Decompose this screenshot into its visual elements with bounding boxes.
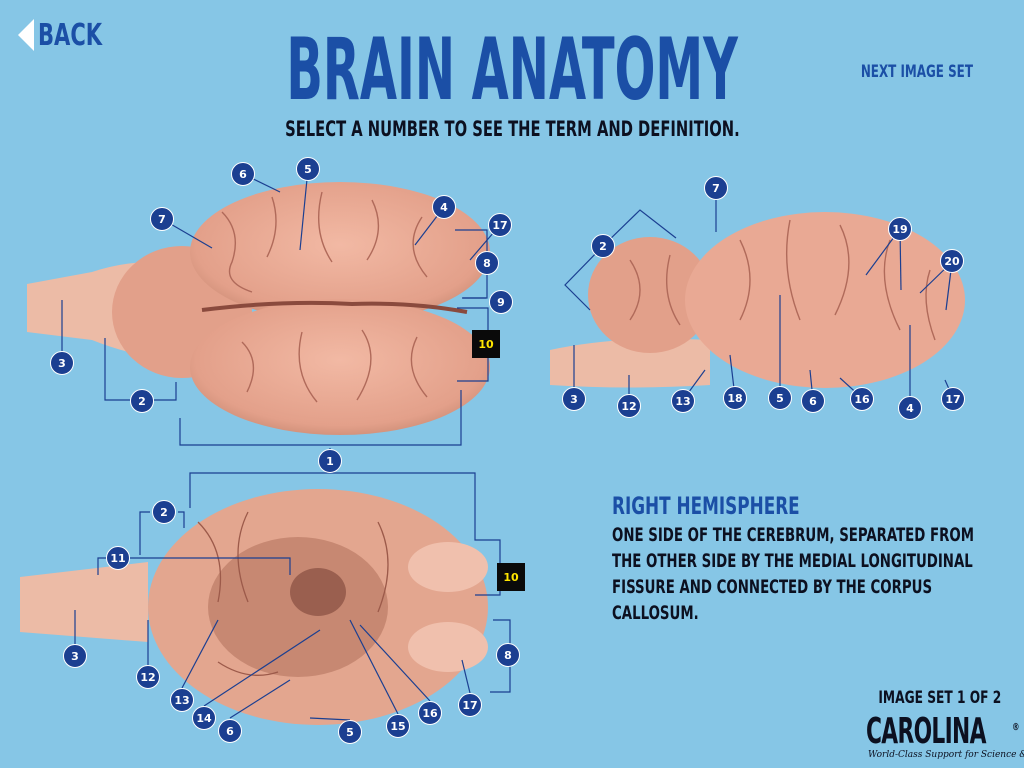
- marker-16[interactable]: 16: [418, 701, 442, 725]
- marker-13[interactable]: 13: [671, 389, 695, 413]
- marker-7[interactable]: 7: [704, 176, 728, 200]
- marker-17[interactable]: 17: [458, 693, 482, 717]
- marker-1[interactable]: 1: [318, 449, 342, 473]
- marker-5[interactable]: 5: [338, 720, 362, 744]
- marker-15[interactable]: 15: [386, 714, 410, 738]
- marker-8[interactable]: 8: [475, 251, 499, 275]
- back-button[interactable]: BACK: [18, 16, 120, 54]
- marker-6[interactable]: 6: [801, 389, 825, 413]
- marker-3[interactable]: 3: [63, 644, 87, 668]
- marker-7[interactable]: 7: [150, 207, 174, 231]
- marker-17[interactable]: 17: [488, 213, 512, 237]
- marker-12[interactable]: 12: [617, 394, 641, 418]
- marker-10-selected[interactable]: 10: [472, 330, 500, 358]
- marker-12[interactable]: 12: [136, 665, 160, 689]
- definition-text: ONE SIDE OF THE CEREBRUM, SEPARATED FROM…: [612, 524, 974, 624]
- logo-tagline: World-Class Support for Science & Math: [868, 750, 1024, 760]
- marker-3[interactable]: 3: [562, 387, 586, 411]
- marker-4[interactable]: 4: [432, 195, 456, 219]
- carolina-logo: CAROLINA®: [866, 711, 1019, 752]
- back-arrow-icon: [18, 19, 34, 51]
- marker-9[interactable]: 9: [489, 290, 513, 314]
- marker-6[interactable]: 6: [218, 719, 242, 743]
- marker-2[interactable]: 2: [130, 389, 154, 413]
- marker-2[interactable]: 2: [152, 500, 176, 524]
- marker-14[interactable]: 14: [192, 706, 216, 730]
- brain-dorsal-image: [22, 172, 492, 442]
- marker-8[interactable]: 8: [496, 643, 520, 667]
- back-label: BACK: [38, 17, 103, 53]
- definition-term: RIGHT HEMISPHERE: [612, 492, 800, 520]
- marker-18[interactable]: 18: [723, 386, 747, 410]
- marker-16[interactable]: 16: [850, 387, 874, 411]
- marker-11[interactable]: 11: [106, 546, 130, 570]
- image-set-label: IMAGE SET 1 OF 2: [878, 688, 1002, 708]
- page-title: BRAIN ANATOMY: [286, 20, 738, 120]
- marker-5[interactable]: 5: [296, 157, 320, 181]
- page-subtitle: SELECT A NUMBER TO SEE THE TERM AND DEFI…: [284, 117, 740, 141]
- marker-10-selected[interactable]: 10: [497, 563, 525, 591]
- marker-6[interactable]: 6: [231, 162, 255, 186]
- brain-lateral-image: [540, 200, 970, 400]
- marker-19[interactable]: 19: [888, 217, 912, 241]
- marker-17[interactable]: 17: [941, 387, 965, 411]
- marker-3[interactable]: 3: [50, 351, 74, 375]
- marker-13[interactable]: 13: [170, 688, 194, 712]
- marker-20[interactable]: 20: [940, 249, 964, 273]
- next-image-set-button[interactable]: NEXT IMAGE SET: [860, 62, 974, 82]
- marker-4[interactable]: 4: [898, 396, 922, 420]
- marker-5[interactable]: 5: [768, 386, 792, 410]
- marker-2[interactable]: 2: [591, 234, 615, 258]
- brain-ventral-image: [18, 482, 493, 732]
